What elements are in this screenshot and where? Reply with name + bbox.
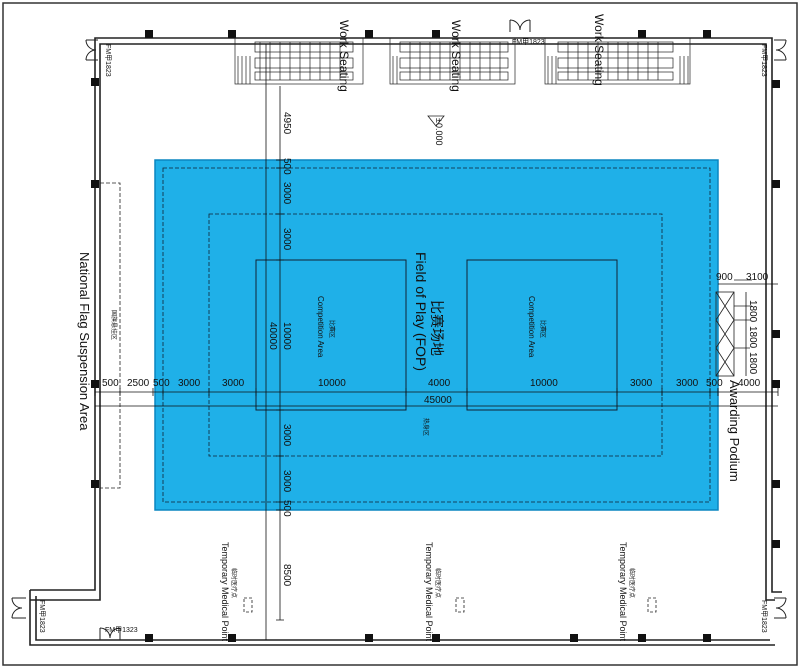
- door-label-bottom: FM甲1323: [105, 626, 138, 634]
- medical-point-cn-3: 临时医疗点: [628, 568, 636, 598]
- wall-columns: [91, 30, 780, 642]
- medical-point-label-3: Temporary Medical Point: [618, 542, 628, 642]
- door-label-top-left: FM甲1823: [104, 44, 112, 77]
- dim-v-3: 3000: [281, 182, 292, 205]
- dim-podium-2: 3100: [746, 272, 769, 283]
- competition-area-left: [255, 259, 407, 411]
- dim-total-width: 45000: [424, 395, 452, 406]
- competition-area-cn-right: 比赛区: [539, 320, 547, 338]
- door-label-top-right: FM甲1823: [760, 44, 768, 77]
- dim-v-2: 500: [281, 158, 292, 175]
- dim-v-5: 10000: [281, 322, 292, 350]
- door-label-bottom-right: FM甲1823: [760, 600, 768, 633]
- door-label-top: FM甲1823: [512, 38, 545, 46]
- national-flag-area-box: [99, 182, 121, 489]
- dim-h-3: 500: [153, 378, 170, 389]
- competition-area-label-left: Competition Area: [316, 296, 325, 358]
- dim-h-12: 4000: [738, 378, 761, 389]
- work-seating-label-3: Work Seating: [592, 14, 606, 86]
- medical-point-markers: [243, 597, 657, 613]
- dim-h-10: 3000: [676, 378, 699, 389]
- field-of-play-label: Field of Play (FOP): [413, 252, 429, 371]
- dim-v-9: 8500: [281, 564, 292, 587]
- elevation-symbol: [427, 115, 445, 127]
- dim-h-4: 3000: [178, 378, 201, 389]
- dim-v-8: 500: [281, 500, 292, 517]
- field-of-play-label-cn: 比赛场地: [429, 300, 445, 356]
- dim-podium-4: 1800: [747, 326, 758, 349]
- competition-area-cn-left: 比赛区: [328, 320, 336, 338]
- dim-h-11: 500: [706, 378, 723, 389]
- dim-h-2: 2500: [127, 378, 150, 389]
- dim-h-8: 10000: [530, 378, 558, 389]
- national-flag-label: National Flag Suspension Area: [77, 252, 92, 431]
- elevation-mark: ±0.000: [434, 118, 444, 145]
- field-of-play-zone: [154, 159, 719, 511]
- medical-point-cn-2: 临时医疗点: [434, 568, 442, 598]
- warmup-zone-boundary: [208, 213, 663, 457]
- competition-area-label-right: Competition Area: [527, 296, 536, 358]
- dim-h-5: 3000: [222, 378, 245, 389]
- door-swings: [11, 19, 787, 640]
- dim-podium-3: 1800: [747, 300, 758, 323]
- dim-v-4: 3000: [281, 228, 292, 251]
- awarding-podium-steps: [715, 279, 752, 377]
- dimension-lines: [94, 44, 779, 640]
- dim-v-7: 3000: [281, 470, 292, 493]
- door-label-bottom-left: FM甲1823: [38, 600, 46, 633]
- medical-point-label-1: Temporary Medical Point: [220, 542, 230, 642]
- medical-point-cn-1: 临时医疗点: [230, 568, 238, 598]
- dim-podium-1: 900: [716, 272, 733, 283]
- dim-h-1: 500: [102, 378, 119, 389]
- dim-h-9: 3000: [630, 378, 653, 389]
- dim-v-1: 4950: [281, 112, 292, 135]
- work-seating-label-1: Work Seating: [337, 20, 351, 92]
- dim-v-6: 3000: [281, 424, 292, 447]
- dim-total-height: 40000: [267, 322, 278, 350]
- national-flag-label-cn: 国旗悬挂区: [110, 310, 118, 340]
- work-seating-label-2: Work Seating: [449, 20, 463, 92]
- warmup-area-cn: 热身区: [422, 418, 430, 436]
- medical-point-label-2: Temporary Medical Point: [424, 542, 434, 642]
- fop-inner-boundary: [162, 167, 711, 503]
- work-seating-blocks: [234, 37, 691, 85]
- dim-podium-5: 1800: [747, 352, 758, 375]
- dim-h-6: 10000: [318, 378, 346, 389]
- competition-area-right: [466, 259, 618, 411]
- dim-h-7: 4000: [428, 378, 451, 389]
- awarding-podium-label: Awarding Podium: [727, 380, 742, 482]
